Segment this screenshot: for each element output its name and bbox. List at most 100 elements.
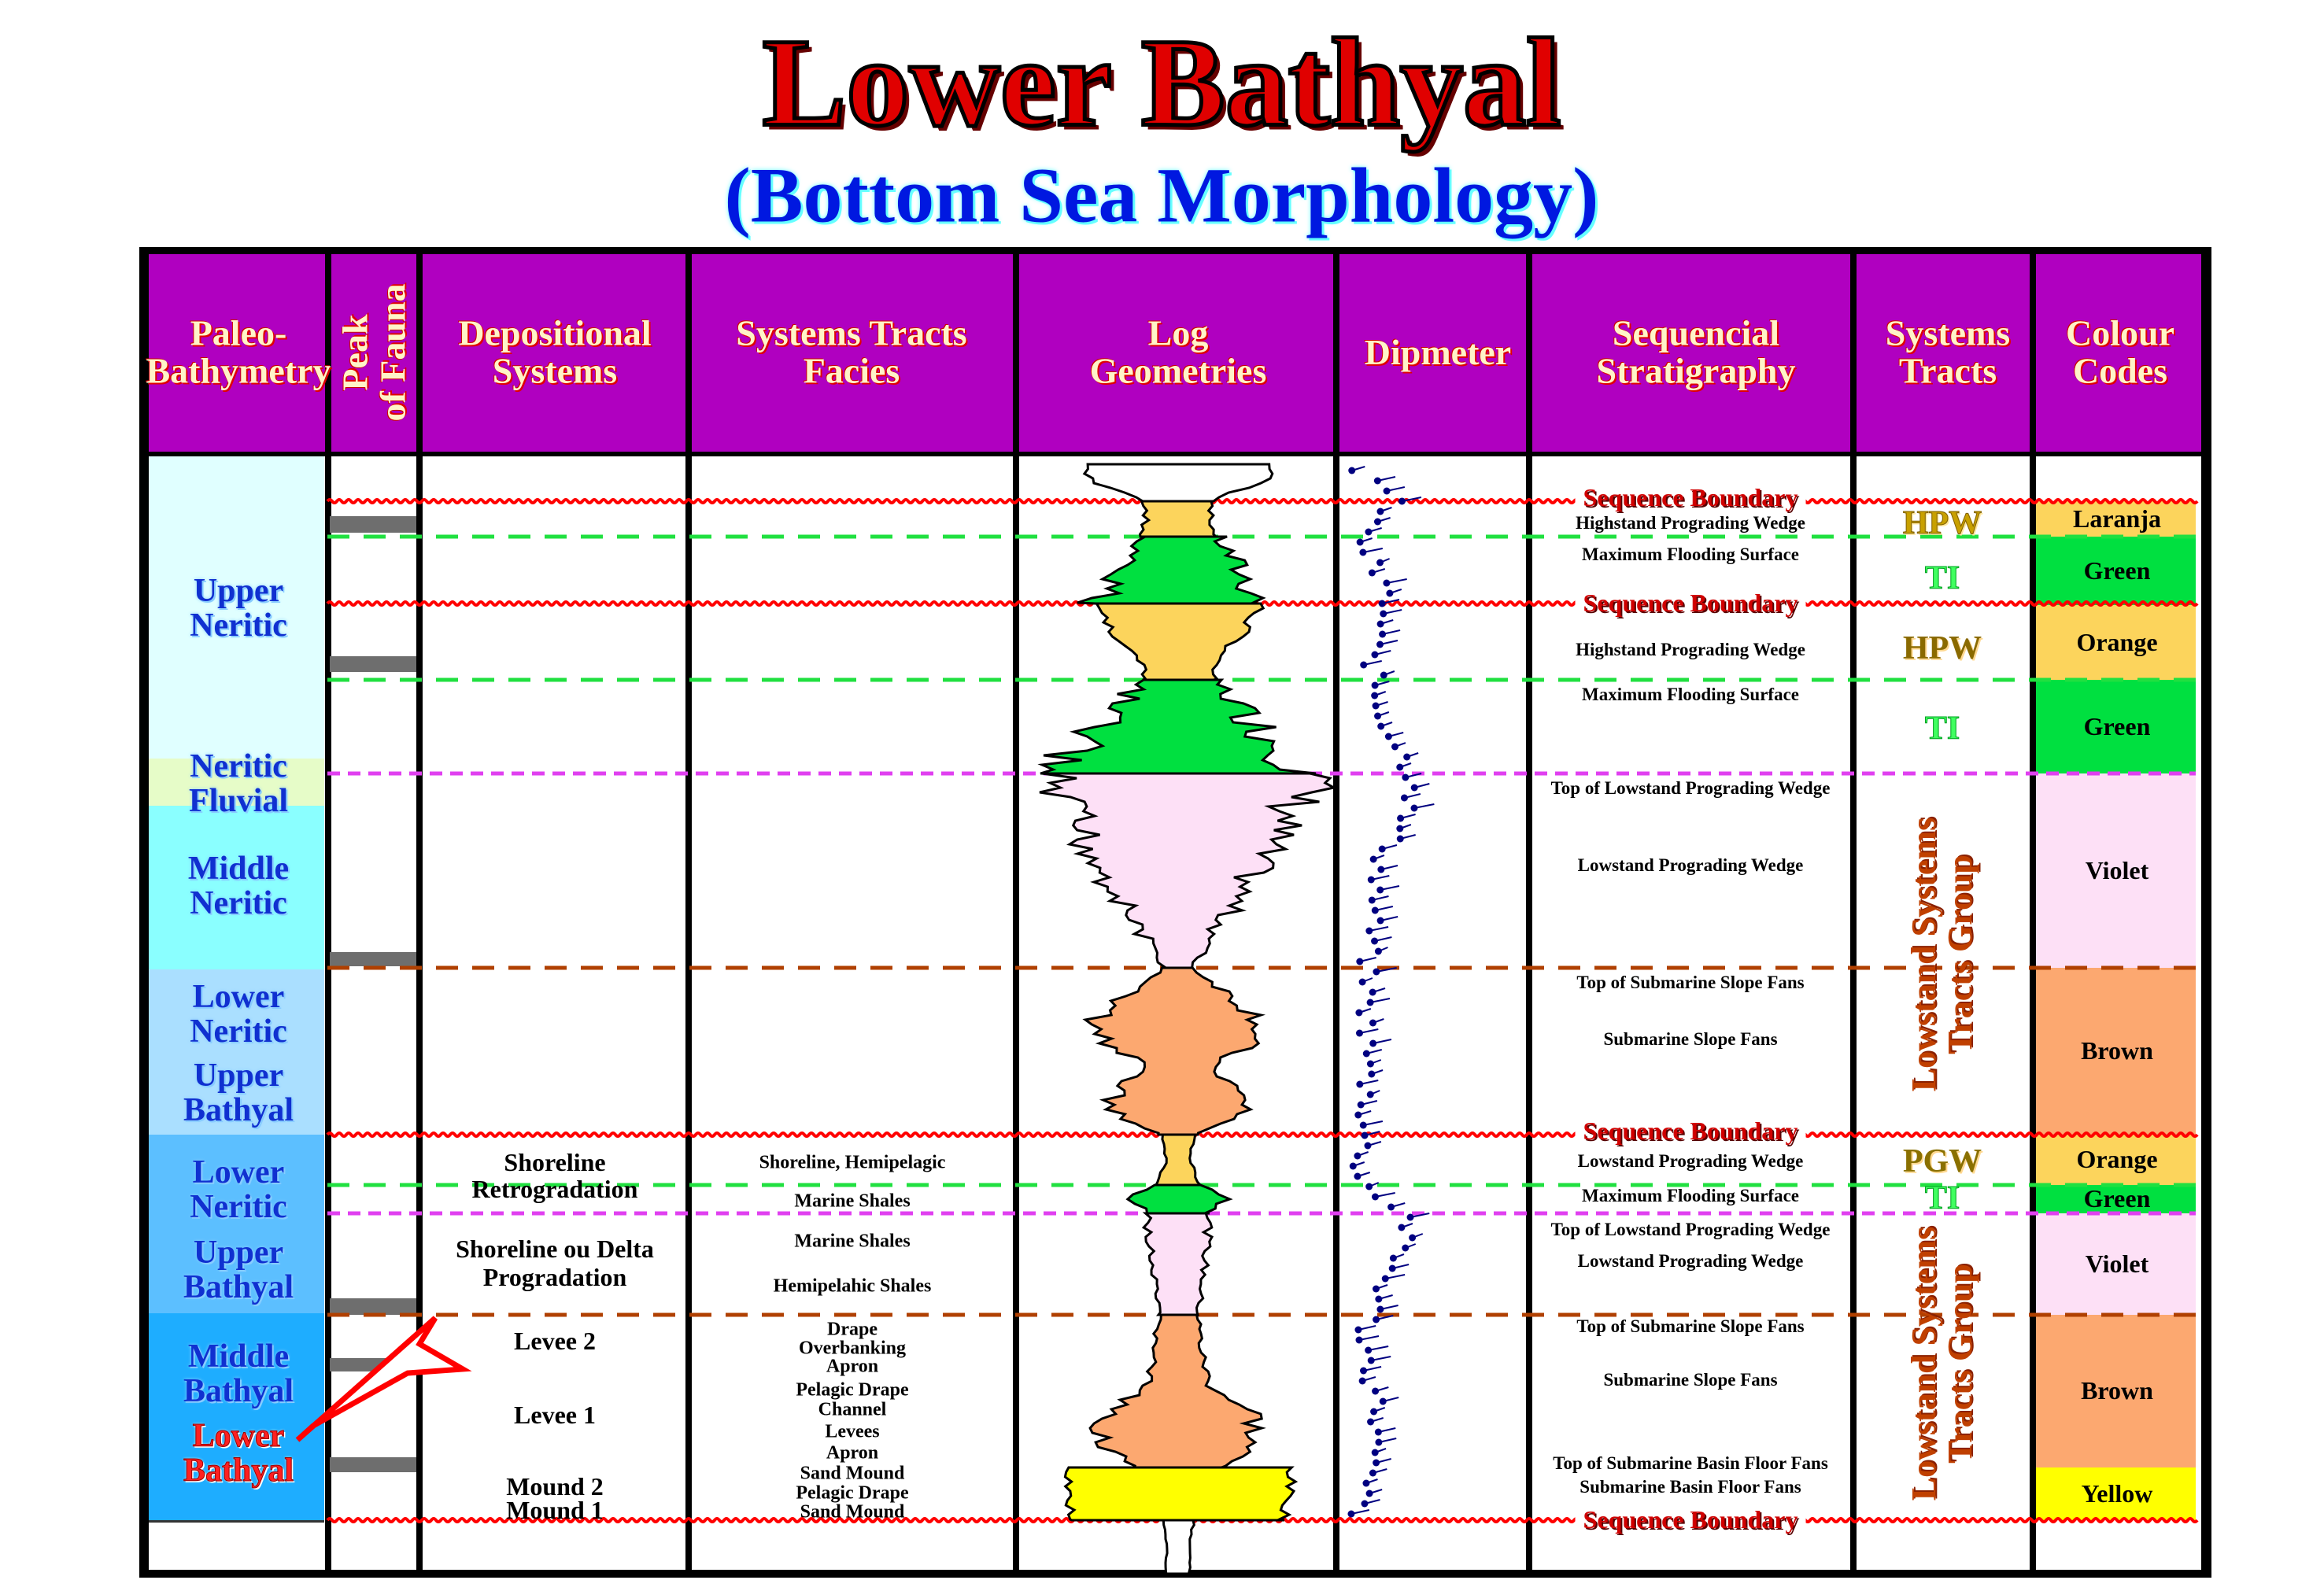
sequence-stratigraphy-label: Maximum Flooding Surface [1582,684,1799,704]
bathymetry-line-1: Lower [192,1154,285,1191]
dipmeter-tadpole [1360,660,1382,669]
colour-code-cell [2036,1135,2196,1185]
dipmeter-tadpole [1403,752,1419,761]
colour-code-cell [2036,773,2196,968]
depositional-system-label: Levee 2 [514,1327,596,1356]
dipmeter-tadpole [1347,1509,1370,1518]
depositional-system-label: Shoreline ou Delta [456,1235,654,1264]
depositional-system-label: Retrogradation [471,1175,638,1204]
bathymetry-line-1: Lower [192,978,285,1015]
dipmeter-tadpole [1377,865,1398,873]
dipmeter-tadpole [1410,803,1435,812]
header-line-2: Bathymetry [146,351,331,391]
dipmeter-tadpole [1374,947,1388,955]
column-systems-tracts [1857,456,2030,1570]
dipmeter-tadpole [1409,1233,1424,1242]
depositional-system-label: Mound 1 [506,1496,604,1525]
header-line-1: Sequencial [1612,312,1780,353]
dipmeter-tadpole [1373,517,1391,526]
dipmeter-tadpole [1367,875,1390,884]
colour-code-label: Green [2083,711,2151,740]
colour-code-cell [2036,605,2196,680]
dipmeter-tadpole [1386,589,1402,597]
dipmeter-tadpole [1365,1346,1389,1354]
colour-code-cell [2036,537,2196,605]
dipmeter-tadpole [1369,1468,1387,1477]
sequence-boundary-label: Sequence Boundary [1575,590,1806,617]
facies-label: Apron [826,1442,879,1464]
dipmeter-tadpole [1373,476,1396,485]
log-geometry-segment [1082,966,1266,1136]
column-systems-tracts-facies [692,456,1013,1570]
colour-code-label: Laranja [2073,504,2161,533]
colour-code-label: Brown [2081,1036,2153,1065]
header-cell-colour-codes [2036,254,2201,452]
dipmeter-tadpole [1356,957,1376,965]
dipmeter-tadpole [1364,1141,1382,1150]
dipmeter-tadpole [1359,1120,1384,1129]
dipmeter-tadpole [1366,998,1391,1006]
dipmeter-tadpole [1387,1202,1406,1211]
systems-tract-label: TI [1924,1179,1960,1216]
colour-code-label: Violet [2085,1249,2149,1278]
header-line-1: Peak [334,314,375,391]
header-cell-paleo-bathymetry [149,254,325,452]
header-cell-log-geometries [1019,254,1333,452]
bathymetry-band [149,1313,324,1523]
dipmeter-tadpole [1400,793,1421,802]
bathymetry-line-2: Bathyal [183,1269,294,1305]
sequence-stratigraphy-label: Submarine Slope Fans [1603,1369,1778,1390]
log-geometry-segment [1037,678,1317,775]
systems-tract-label: TI [1924,559,1960,596]
dipmeter-tadpole [1376,640,1398,648]
dipmeter-tadpole [1378,599,1400,607]
column-header-dipmeter: Dipmeter [1365,333,1511,371]
dipmeter-tadpole [1361,1499,1380,1508]
depositional-system-label: Mound 2 [506,1472,604,1501]
column-dipmeter [1339,456,1526,1570]
sequence-stratigraphy-label: Top of Submarine Slope Fans [1576,1316,1805,1336]
dipmeter-tadpole [1362,1478,1378,1487]
facies-label: Marine Shales [794,1191,911,1212]
sequence-boundary-label: Sequence Boundary [1575,485,1806,511]
header-line-1: Depositional [458,312,652,353]
dipmeter-tadpole [1358,977,1373,986]
sequence-stratigraphy-label: Top of Lowstand Prograding Wedge [1550,777,1831,798]
depositional-system-label: Progradation [482,1263,627,1292]
sequence-stratigraphy-label: Lowstand Prograding Wedge [1577,855,1804,875]
colour-code-cell [2036,1213,2196,1315]
dipmeter-tadpole [1373,1458,1391,1467]
facies-label: Sand Mound [800,1463,905,1484]
dipmeter-tadpole [1368,1069,1384,1078]
dipmeter-tadpole [1396,824,1412,832]
bathymetry-line-2: Bathyal [183,1453,294,1489]
dipmeter-tadpole [1371,906,1394,914]
header-cell-depositional-systems [423,254,685,452]
sequence-stratigraphy-label: Top of Lowstand Prograding Wedge [1550,1219,1831,1239]
facies-label: Pelagic Drape [796,1379,909,1401]
systems-tract-label: TI [1924,710,1960,747]
header-line-1: Colour [2066,312,2174,353]
dipmeter-tadpole [1397,814,1416,822]
colour-code-cell [2036,1467,2196,1520]
dipmeter-tadpole [1365,527,1382,536]
page-subtitle: (Bottom Sea Morphology) [724,151,1599,239]
dipmeter-tadpole [1372,1386,1389,1395]
dipmeter-tadpole [1406,1213,1430,1221]
dipmeter-tadpole [1376,558,1390,567]
dipmeter-tadpole [1379,1397,1399,1405]
colour-code-label: Brown [2081,1376,2153,1405]
dipmeter-tadpole [1368,895,1389,904]
dipmeter-tadpole [1369,855,1385,863]
